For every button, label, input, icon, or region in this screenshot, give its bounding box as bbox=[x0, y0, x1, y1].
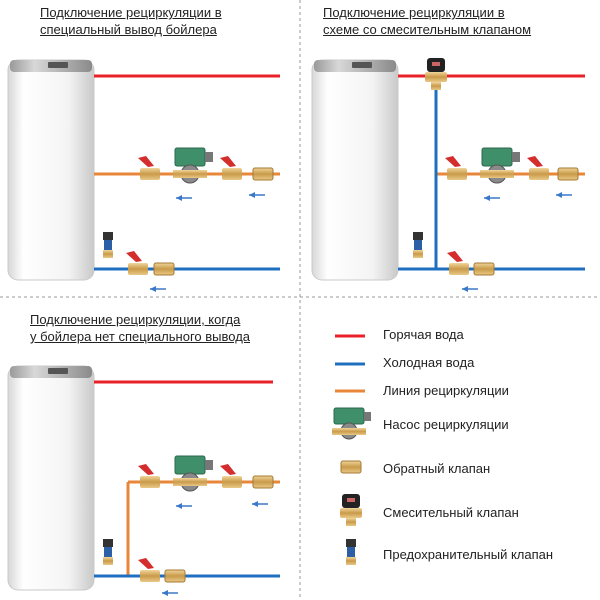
ball-valve-icon bbox=[138, 558, 160, 582]
recirculation-pump-icon bbox=[480, 147, 520, 184]
check-valve-icon bbox=[252, 167, 274, 181]
boiler-tank bbox=[7, 59, 95, 281]
recirculation-pump-icon bbox=[332, 407, 371, 440]
check-valve-icon bbox=[473, 262, 495, 276]
flow-arrow-icon bbox=[556, 192, 572, 198]
ball-valve-icon bbox=[220, 156, 242, 180]
legend-label-safety-valve: Предохранительный клапан bbox=[383, 547, 554, 562]
safety-valve-icon bbox=[103, 539, 113, 565]
panel-title-line: Подключение рециркуляции в bbox=[40, 5, 222, 20]
check-valve-icon bbox=[164, 569, 186, 583]
flow-arrow-icon bbox=[176, 503, 192, 509]
panel-title-bottom-left: Подключение рециркуляции, когда у бойлер… bbox=[30, 311, 250, 345]
mixing-valve-icon bbox=[425, 58, 447, 90]
legend-label-cold-water: Холодная вода bbox=[383, 355, 475, 370]
flow-arrow-icon bbox=[484, 195, 500, 201]
panel-title-top-right: Подключение рециркуляции в схеме со смес… bbox=[323, 4, 531, 38]
check-valve-icon bbox=[557, 167, 579, 181]
panel-title-line: у бойлера нет специального вывода bbox=[30, 329, 251, 344]
boiler-tank bbox=[7, 365, 95, 591]
recirculation-pump-icon bbox=[173, 455, 213, 492]
panel-title-top-left: Подключение рециркуляции в специальный в… bbox=[40, 4, 222, 38]
legend bbox=[332, 334, 371, 565]
flow-arrow-icon bbox=[150, 286, 166, 292]
panel-top-left bbox=[7, 59, 280, 292]
panel-title-line: Подключение рециркуляции в bbox=[323, 5, 505, 20]
ball-valve-icon bbox=[138, 156, 160, 180]
legend-label-check-valve: Обратный клапан bbox=[383, 461, 491, 476]
check-valve-icon bbox=[153, 262, 175, 276]
safety-valve-icon bbox=[413, 232, 423, 258]
flow-arrow-icon bbox=[462, 286, 478, 292]
flow-arrow-icon bbox=[162, 590, 178, 596]
panel-top-right bbox=[311, 58, 585, 292]
check-valve-icon bbox=[340, 460, 362, 474]
ball-valve-icon bbox=[527, 156, 549, 180]
legend-label-recirculation-pump: Насос рециркуляции bbox=[383, 417, 509, 432]
panel-title-line: Подключение рециркуляции, когда bbox=[30, 312, 241, 327]
mixing-valve-icon bbox=[340, 494, 362, 526]
recirculation-pump-icon bbox=[173, 147, 213, 184]
flow-arrow-icon bbox=[252, 501, 268, 507]
ball-valve-icon bbox=[126, 251, 148, 275]
safety-valve-icon bbox=[103, 232, 113, 258]
legend-label-recirculation-line: Линия рециркуляции bbox=[383, 383, 509, 398]
check-valve-icon bbox=[252, 475, 274, 489]
legend-label-hot-water: Горячая вода bbox=[383, 327, 464, 342]
ball-valve-icon bbox=[447, 251, 469, 275]
panel-bottom-left bbox=[7, 365, 280, 596]
panel-title-line: схеме со смесительным клапаном bbox=[323, 22, 532, 37]
flow-arrow-icon bbox=[249, 192, 265, 198]
boiler-tank bbox=[311, 59, 399, 281]
safety-valve-icon bbox=[346, 539, 356, 565]
ball-valve-icon bbox=[445, 156, 467, 180]
panel-title-line: специальный вывод бойлера bbox=[40, 22, 217, 37]
ball-valve-icon bbox=[138, 464, 160, 488]
flow-arrow-icon bbox=[176, 195, 192, 201]
legend-label-mixing-valve: Смесительный клапан bbox=[383, 505, 519, 520]
ball-valve-icon bbox=[220, 464, 242, 488]
